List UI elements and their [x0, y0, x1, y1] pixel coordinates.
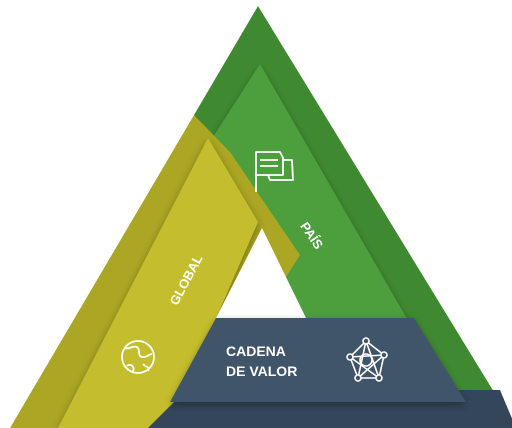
segment-global-band	[58, 138, 258, 428]
center-triangle	[216, 228, 306, 318]
network-icon	[346, 337, 388, 382]
label-cadena-line1: CADENA	[226, 343, 286, 359]
flag-icon	[255, 151, 294, 192]
segment-cadena-band	[170, 318, 466, 402]
segment-cadena	[148, 318, 512, 428]
globe-icon	[121, 340, 155, 374]
label-cadena-line2: DE VALOR	[226, 363, 297, 379]
